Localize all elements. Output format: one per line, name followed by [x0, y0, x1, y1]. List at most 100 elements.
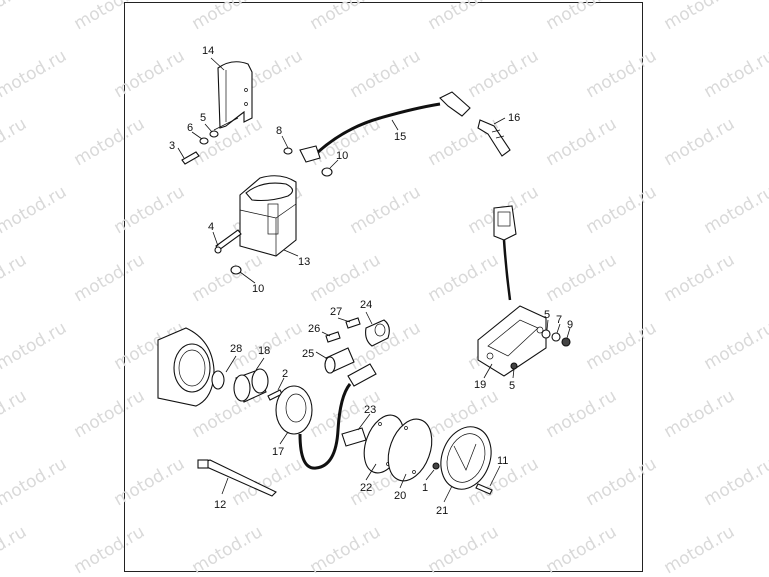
watermark-text: motod.ru	[189, 250, 267, 306]
watermark-text: motod.ru	[0, 318, 70, 374]
watermark-text: motod.ru	[347, 182, 425, 238]
part-10-nut-lower	[230, 265, 242, 275]
watermark-text: motod.ru	[307, 250, 385, 306]
watermark-text: motod.ru	[543, 522, 621, 577]
watermark-text: motod.ru	[0, 250, 30, 306]
watermark-text: motod.ru	[71, 0, 149, 34]
label-6a: 6	[187, 122, 193, 134]
label-8: 8	[276, 125, 282, 137]
watermark-text: motod.ru	[189, 522, 267, 577]
watermark-text: motod.ru	[701, 46, 769, 102]
part-20-23-cover-assembly	[341, 413, 501, 503]
part-4-bolt	[214, 229, 242, 254]
watermark-text: motod.ru	[347, 46, 425, 102]
leader-lines	[177, 57, 506, 284]
part-24-27-connector	[315, 311, 390, 374]
label-25: 25	[302, 348, 314, 360]
label-15: 15	[394, 131, 406, 143]
watermark-text: motod.ru	[0, 46, 70, 102]
watermark-text: motod.ru	[661, 522, 739, 577]
watermark-text: motod.ru	[0, 454, 70, 510]
label-18: 18	[258, 345, 270, 357]
label-20: 20	[394, 490, 406, 502]
label-16: 16	[508, 112, 520, 124]
watermark-text: motod.ru	[583, 318, 661, 374]
watermark-text: motod.ru	[0, 182, 70, 238]
watermark-text: motod.ru	[0, 0, 30, 34]
watermark-text: motod.ru	[543, 250, 621, 306]
label-11: 11	[497, 455, 508, 467]
watermark-text: motod.ru	[71, 114, 149, 170]
watermark-text: motod.ru	[661, 0, 739, 34]
label-14: 14	[202, 45, 214, 57]
label-26: 26	[308, 323, 320, 335]
watermark-text: motod.ru	[307, 522, 385, 577]
watermark-text: motod.ru	[425, 522, 503, 577]
watermark-text: motod.ru	[661, 250, 739, 306]
diagram-frame	[124, 2, 643, 572]
label-4: 4	[208, 221, 214, 233]
watermark-text: motod.ru	[189, 0, 267, 34]
label-24: 24	[360, 299, 372, 311]
part-19-ignition-module	[477, 205, 547, 377]
watermark-text: motod.ru	[583, 46, 661, 102]
label-27: 27	[330, 306, 342, 318]
watermark-text: motod.ru	[425, 0, 503, 34]
watermark-text: motod.ru	[465, 46, 543, 102]
label-28: 28	[230, 343, 242, 355]
label-19: 19	[474, 379, 486, 391]
watermark-text: motod.ru	[71, 386, 149, 442]
part-8-clip	[283, 147, 293, 155]
watermark-text: motod.ru	[0, 386, 30, 442]
label-9: 9	[567, 319, 573, 331]
watermark-text: motod.ru	[111, 182, 189, 238]
part-17-sensor-plate	[275, 363, 377, 470]
part-5-7-9-fasteners	[483, 319, 571, 379]
watermark-text: motod.ru	[0, 114, 30, 170]
label-5c: 5	[509, 380, 515, 392]
watermark-text: motod.ru	[111, 46, 189, 102]
label-12: 12	[214, 499, 226, 511]
label-5a: 5	[200, 112, 206, 124]
watermark-text: motod.ru	[661, 114, 739, 170]
watermark-text: motod.ru	[425, 250, 503, 306]
part-3-6-fasteners	[181, 117, 239, 165]
label-5b: 5	[544, 309, 550, 321]
watermark-text: motod.ru	[701, 454, 769, 510]
label-7: 7	[556, 314, 562, 326]
label-21: 21	[436, 505, 448, 517]
label-1: 1	[422, 482, 428, 494]
watermark-text: motod.ru	[543, 114, 621, 170]
part-28-18-rotor	[211, 355, 269, 403]
label-13: 13	[298, 256, 310, 268]
label-23: 23	[364, 404, 376, 416]
part-10-nut-upper	[321, 167, 333, 177]
watermark-text: motod.ru	[0, 522, 30, 577]
label-17: 17	[272, 446, 284, 458]
watermark-text: motod.ru	[111, 454, 189, 510]
watermark-text: motod.ru	[425, 114, 503, 170]
watermark-text: motod.ru	[661, 386, 739, 442]
watermark-text: motod.ru	[71, 250, 149, 306]
watermark-text: motod.ru	[71, 522, 149, 577]
label-3: 3	[169, 140, 175, 152]
part-16-spark-plug	[477, 119, 511, 157]
label-10b: 10	[252, 283, 264, 295]
watermark-text: motod.ru	[701, 318, 769, 374]
watermark-text: motod.ru	[701, 182, 769, 238]
watermark-text: motod.ru	[307, 0, 385, 34]
part-15-plug-wire	[299, 91, 471, 163]
callout-labels: 14 5 6 3 8 15 16 10 4 13 10 27 24 26 25 …	[169, 45, 573, 517]
part-13-ignition-coil	[239, 175, 297, 257]
part-14-cover	[217, 61, 253, 129]
watermark-text: motod.ru	[543, 0, 621, 34]
label-10a: 10	[336, 150, 348, 162]
watermark-text: motod.ru	[583, 182, 661, 238]
label-2: 2	[282, 368, 288, 380]
watermark-text: motod.ru	[543, 386, 621, 442]
crankcase-section	[157, 327, 215, 407]
label-22: 22	[360, 482, 372, 494]
part-12-cable-tie	[197, 459, 277, 497]
